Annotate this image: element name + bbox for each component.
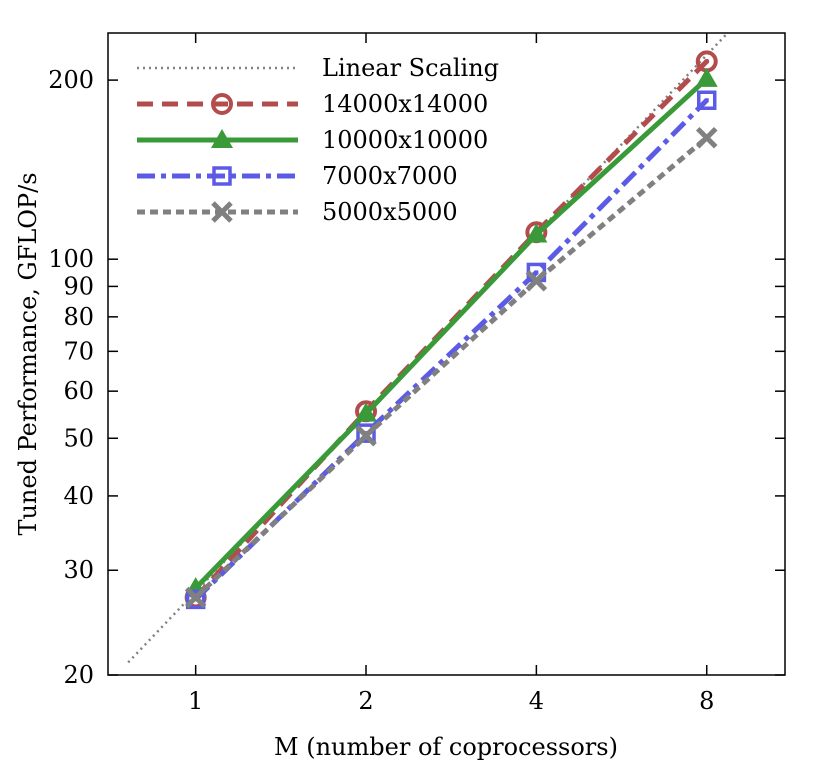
series-line-10000x10000 [193, 76, 709, 590]
data-point-10000x10000-1 [355, 402, 378, 422]
data-point-5000x5000-2 [525, 269, 548, 292]
data-point-5000x5000-0 [184, 586, 207, 609]
y-tick-label: 200 [48, 66, 94, 94]
data-point-7000x7000-2-center [534, 270, 539, 275]
legend-item-14000x14000: 14000x14000 [137, 90, 488, 118]
x-tick-label: 2 [358, 687, 373, 715]
y-tick-label: 20 [63, 661, 94, 689]
x-axis-label: M (number of coprocessors) [274, 733, 618, 761]
data-point-7000x7000-3 [696, 90, 717, 110]
legend-marker-center [220, 174, 224, 178]
data-point-5000x5000-3 [695, 126, 718, 149]
y-tick-label: 80 [63, 303, 94, 331]
legend-item-Linear Scaling: Linear Scaling [137, 54, 499, 82]
y-axis-label: Tuned Performance, GFLOP/s [14, 172, 42, 535]
plot-area [127, 33, 730, 664]
series-line-5000x5000 [193, 135, 709, 600]
legend-item-10000x10000: 10000x10000 [137, 126, 488, 154]
legend-marker [211, 201, 233, 223]
legend-item-5000x5000: 5000x5000 [137, 198, 458, 226]
legend-marker [212, 166, 232, 186]
data-point-7000x7000-3-center [704, 98, 709, 103]
legend-label: 14000x14000 [322, 90, 488, 118]
legend-label: 5000x5000 [322, 198, 458, 226]
legend: Linear Scaling 14000x14000 10000x10000 7000… [137, 54, 499, 226]
x-tick-label: 1 [188, 687, 203, 715]
x-tick-label: 4 [529, 687, 544, 715]
data-point-7000x7000-0 [185, 589, 206, 610]
y-tick-label: 100 [48, 245, 94, 273]
y-tick-label: 50 [63, 424, 94, 452]
legend-label: 7000x7000 [322, 162, 458, 190]
data-point-10000x10000-2 [525, 223, 548, 243]
legend-label: 10000x10000 [322, 126, 488, 154]
linear-scaling-line [127, 33, 730, 664]
x-tick-label: 8 [699, 687, 714, 715]
data-point-14000x14000-3-center [704, 58, 710, 64]
plot-frame [107, 32, 786, 676]
legend-marker-center [219, 101, 225, 107]
legend-marker [211, 93, 233, 115]
y-tick-label: 70 [63, 337, 94, 365]
y-tick-label: 60 [63, 377, 94, 405]
legend-item-7000x7000: 7000x7000 [137, 162, 458, 190]
legend-marker [211, 129, 233, 148]
data-point-5000x5000-1 [355, 424, 377, 447]
y-tick-label: 90 [63, 272, 94, 300]
y-tick-label: 30 [63, 556, 94, 584]
y-tick-label: 40 [63, 482, 94, 510]
data-point-7000x7000-1 [356, 423, 376, 443]
legend-label: Linear Scaling [322, 54, 499, 82]
data-point-10000x10000-3 [695, 67, 718, 87]
